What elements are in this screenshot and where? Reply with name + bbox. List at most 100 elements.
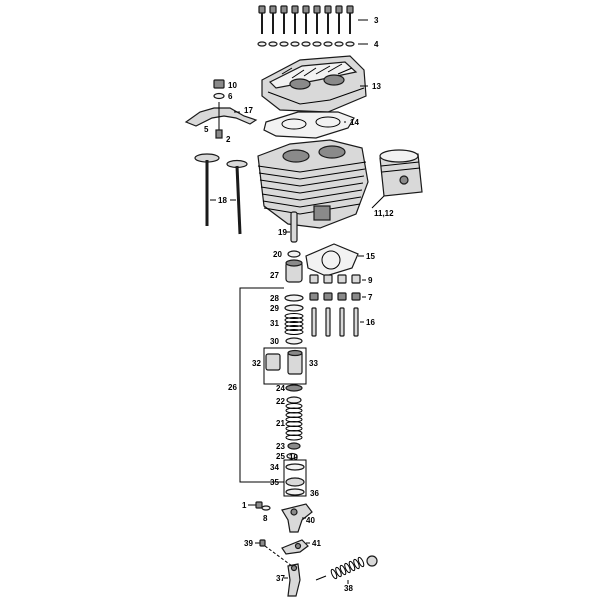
callout-11-12: 11,12 [374, 209, 394, 218]
callout-41: 41 [312, 539, 321, 548]
head-gasket-part-14: 14 [263, 111, 359, 139]
callout-2: 2 [226, 135, 231, 144]
callout-5: 5 [204, 125, 209, 134]
callout-34: 34 [270, 463, 279, 472]
head-bolt [335, 5, 343, 14]
valves-part-18: 18 [194, 153, 248, 235]
callout-4: 4 [374, 40, 379, 49]
callout-6: 6 [228, 92, 233, 101]
stud [311, 307, 317, 337]
washer [301, 41, 311, 47]
tappet-column: 26 20 27 28 29 31 30 32 33 24 22 [228, 250, 319, 498]
nuts-part-9: 9 [309, 274, 373, 285]
cam-follower-parts: 1 8 40 [242, 501, 315, 533]
callout-28: 28 [270, 294, 279, 303]
callout-40: 40 [306, 516, 315, 525]
callout-7: 7 [368, 293, 373, 302]
callout-33: 33 [309, 359, 318, 368]
callout-35: 35 [270, 478, 279, 487]
head-bolt [258, 5, 266, 14]
washer [312, 41, 322, 47]
spring-coil [353, 558, 360, 570]
nut [351, 274, 361, 284]
callout-24: 24 [276, 384, 285, 393]
callout-16: 16 [366, 318, 375, 327]
cylinder-barrel [257, 139, 369, 229]
piston-part-11-12: 11,12 [371, 149, 423, 218]
callout-15: 15 [366, 252, 375, 261]
spring-coil [284, 321, 304, 327]
callout-25: 25 [276, 452, 285, 461]
stud-part-19: 19 [278, 211, 298, 243]
nut-washer [337, 292, 347, 301]
head-bolt [324, 5, 332, 14]
callout-10-lower: 10 [289, 453, 298, 462]
washer [334, 41, 344, 47]
cylinder-head-part-13: 13 [261, 55, 381, 113]
stud [353, 307, 359, 337]
callout-30: 30 [270, 337, 279, 346]
callout-10: 10 [228, 81, 237, 90]
callout-32: 32 [252, 359, 261, 368]
spring-plunger-part-38: 38 [315, 555, 378, 593]
callout-37: 37 [276, 574, 285, 583]
washer [290, 41, 300, 47]
washer [257, 41, 267, 47]
callout-29: 29 [270, 304, 279, 313]
spring-coil [344, 562, 351, 574]
callout-31: 31 [270, 319, 279, 328]
washer [323, 41, 333, 47]
spring-coil [284, 313, 304, 319]
head-bolt [302, 5, 310, 14]
washer [268, 41, 278, 47]
callout-36: 36 [310, 489, 319, 498]
washers-part-7: 7 [309, 292, 373, 302]
studs-part-16: 16 [311, 307, 375, 337]
nut-washer [309, 292, 319, 301]
head-bolt [280, 5, 288, 14]
callout-39: 39 [244, 539, 253, 548]
callout-20: 20 [273, 250, 282, 259]
callout-27: 27 [270, 271, 279, 280]
callout-9: 9 [368, 276, 373, 285]
spring-coil [284, 325, 304, 331]
callout-13: 13 [372, 82, 381, 91]
spring-coil [330, 568, 338, 580]
callout-1: 1 [242, 501, 247, 510]
spring-coil [348, 560, 356, 572]
head-bolt [346, 5, 354, 14]
callout-23: 23 [276, 442, 285, 451]
callout-38: 38 [344, 584, 353, 593]
head-bolt [313, 5, 321, 14]
valve-spring-coil [285, 434, 303, 441]
callout-26: 26 [228, 383, 237, 392]
callout-22: 22 [276, 397, 285, 406]
nut [309, 274, 319, 284]
callout-14: 14 [350, 118, 359, 127]
stud [339, 307, 345, 337]
spring-coil [339, 564, 347, 576]
washers-part-4: 4 [257, 40, 379, 49]
callout-17: 17 [244, 106, 253, 115]
spring-coil [284, 317, 304, 323]
spring-coil [284, 329, 304, 335]
washer [279, 41, 289, 47]
nut-washer [323, 292, 333, 301]
base-gasket-part-15: 15 [305, 243, 375, 277]
callout-19: 19 [278, 228, 287, 237]
spring-coil [357, 556, 365, 568]
head-bolt [291, 5, 299, 14]
callout-3: 3 [374, 16, 379, 25]
lower-bracket-parts: 39 41 [244, 539, 321, 567]
head-bolt [269, 5, 277, 14]
head-bolts-part-3: 3 [258, 5, 379, 34]
callout-8: 8 [263, 514, 268, 523]
nut-washer [351, 292, 361, 301]
bracket-assembly: 10 6 17 5 2 [184, 79, 258, 144]
washer [345, 41, 355, 47]
callout-18: 18 [218, 196, 227, 205]
stud [325, 307, 331, 337]
callout-21: 21 [276, 419, 285, 428]
nut [337, 274, 347, 284]
